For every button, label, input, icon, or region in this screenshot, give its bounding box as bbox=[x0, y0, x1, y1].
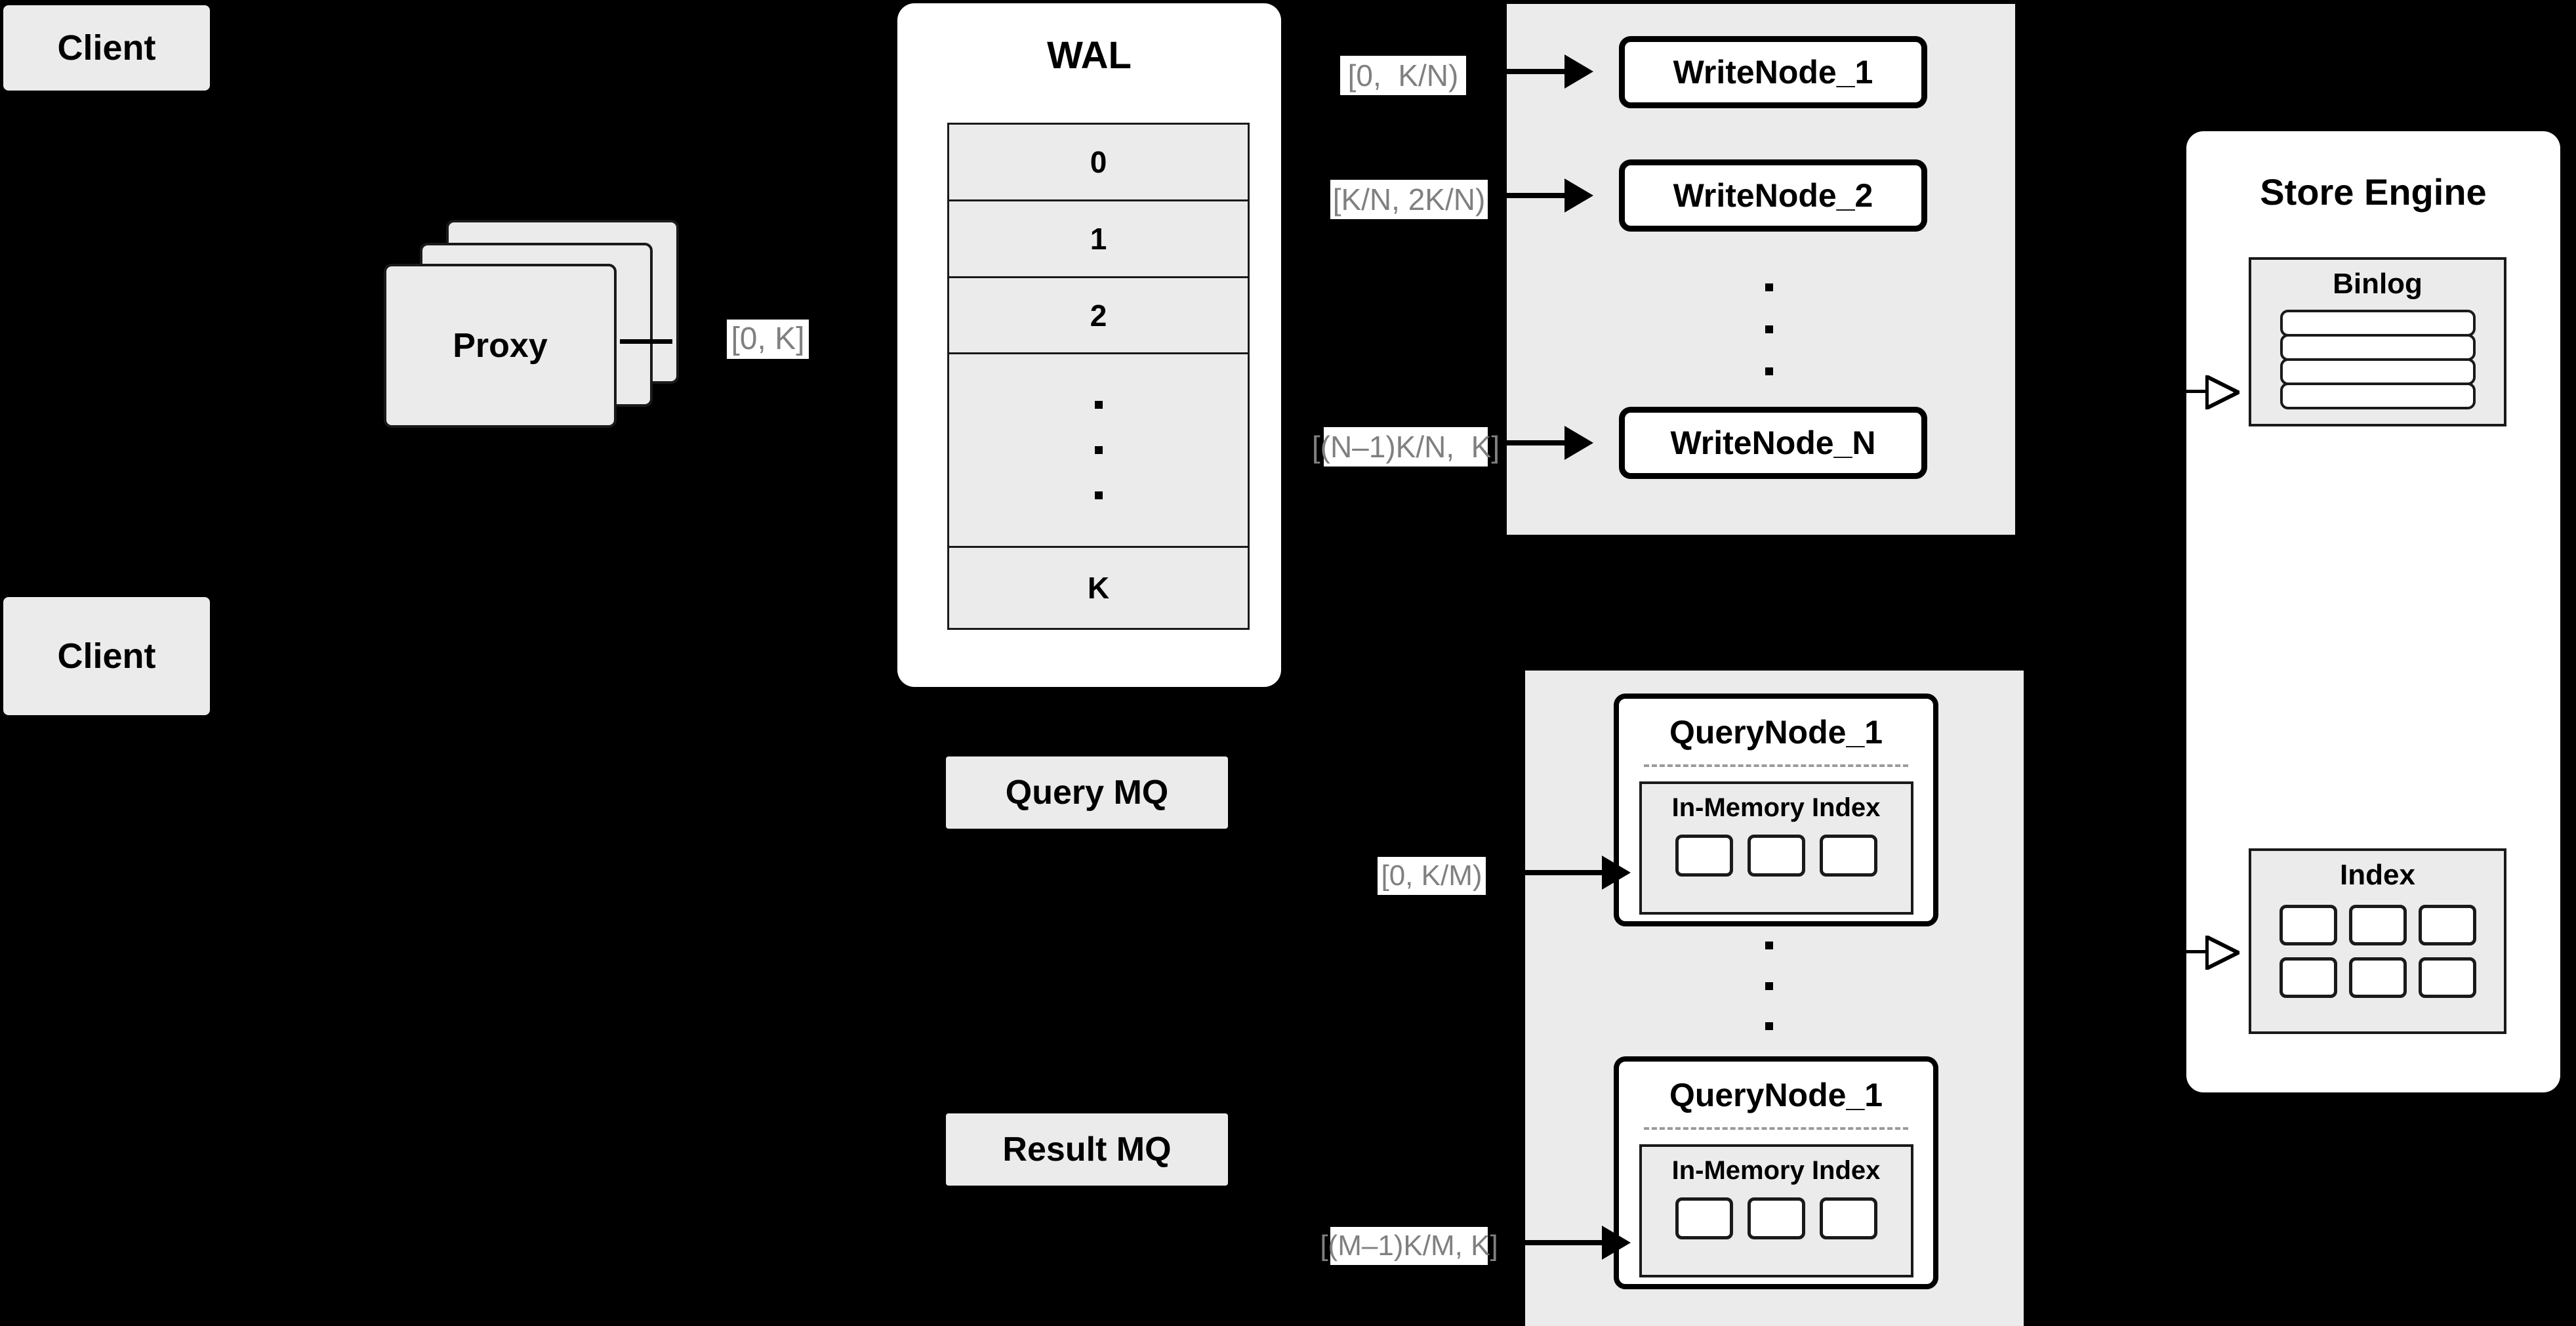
index-cell[interactable] bbox=[2348, 957, 2407, 998]
proxy-box[interactable]: Proxy bbox=[384, 264, 617, 428]
index-cell[interactable] bbox=[2348, 905, 2407, 945]
query-node-1-divider bbox=[1644, 764, 1908, 767]
store-index-cells bbox=[2251, 905, 2504, 998]
wal-row-k: K bbox=[949, 548, 1248, 628]
query-node-1-label: QueryNode_1 bbox=[1669, 714, 1883, 751]
arrow-head-open-binlog-icon bbox=[2205, 375, 2239, 409]
in-memory-index-panel-2: In-Memory Index bbox=[1639, 1144, 1913, 1277]
wal-row-1: 1 bbox=[949, 201, 1248, 278]
proxy-label: Proxy bbox=[453, 327, 548, 365]
vertical-ellipsis-icon bbox=[1094, 401, 1103, 500]
range-label-write-2: [K/N, 2K/N) bbox=[1330, 180, 1488, 219]
client-box-2[interactable]: Client bbox=[3, 597, 210, 715]
query-node-ellipsis-icon bbox=[1765, 942, 1774, 1030]
range-text-query-1: [0, K/M) bbox=[1381, 860, 1482, 892]
proxy-to-wal-line bbox=[620, 339, 672, 344]
result-mq-box[interactable]: Result MQ bbox=[946, 1113, 1228, 1186]
index-cell[interactable] bbox=[2279, 905, 2337, 945]
arrow-head-write-2 bbox=[1564, 178, 1593, 213]
in-memory-index-cells-2 bbox=[1642, 1197, 1911, 1239]
wal-row-ellipsis bbox=[949, 354, 1248, 549]
query-node-m-divider bbox=[1644, 1127, 1908, 1130]
write-node-1[interactable]: WriteNode_1 bbox=[1619, 36, 1927, 108]
binlog-bar[interactable] bbox=[2280, 358, 2476, 385]
write-node-2[interactable]: WriteNode_2 bbox=[1619, 159, 1927, 232]
wal-row-value: 0 bbox=[1090, 144, 1107, 179]
range-label-query-1: [0, K/M) bbox=[1378, 857, 1486, 895]
wal-row-2: 2 bbox=[949, 278, 1248, 355]
range-label-write-n: [(N–1)K/N, K] bbox=[1312, 427, 1500, 466]
arrow-head-write-1 bbox=[1564, 54, 1593, 89]
wal-title: WAL bbox=[1047, 34, 1132, 77]
wal-row-0: 0 bbox=[949, 125, 1248, 201]
index-cell[interactable] bbox=[1819, 1197, 1877, 1239]
index-cell[interactable] bbox=[1747, 1197, 1805, 1239]
index-cell[interactable] bbox=[1747, 835, 1805, 877]
arrow-line-to-binlog bbox=[2184, 390, 2209, 393]
range-text-write-2: [K/N, 2K/N) bbox=[1332, 182, 1486, 217]
range-label-proxy-to-wal: [0, K] bbox=[727, 320, 809, 359]
client-label-2: Client bbox=[57, 636, 156, 676]
query-mq-label: Query MQ bbox=[1005, 774, 1169, 812]
query-node-1[interactable]: QueryNode_1 In-Memory Index bbox=[1614, 694, 1938, 926]
index-cell[interactable] bbox=[1675, 835, 1733, 877]
write-node-2-label: WriteNode_2 bbox=[1673, 177, 1873, 214]
binlog-bar[interactable] bbox=[2280, 334, 2476, 361]
query-node-m-label: QueryNode_1 bbox=[1669, 1077, 1883, 1113]
range-label-write-1: [0, K/N) bbox=[1340, 56, 1466, 95]
in-memory-index-title-1: In-Memory Index bbox=[1671, 793, 1881, 822]
wal-row-value: 2 bbox=[1090, 298, 1107, 333]
index-cell[interactable] bbox=[2418, 905, 2476, 945]
wal-table: 0 1 2 K bbox=[947, 123, 1250, 630]
arrow-line-query-1 bbox=[1484, 870, 1602, 875]
write-node-n[interactable]: WriteNode_N bbox=[1619, 407, 1927, 479]
range-label-query-m: [(M–1)K/M, K] bbox=[1320, 1227, 1498, 1265]
binlog-title: Binlog bbox=[2333, 268, 2423, 300]
client-label-1: Client bbox=[57, 28, 156, 68]
range-text-write-n: [(N–1)K/N, K] bbox=[1311, 430, 1500, 464]
arrow-head-write-n bbox=[1564, 426, 1593, 460]
index-cell[interactable] bbox=[2279, 957, 2337, 998]
client-box-1[interactable]: Client bbox=[3, 5, 210, 91]
in-memory-index-cells-1 bbox=[1642, 835, 1911, 877]
write-node-ellipsis-icon bbox=[1765, 283, 1774, 375]
arrow-line-write-n bbox=[1430, 440, 1564, 445]
arrow-line-query-m bbox=[1484, 1240, 1602, 1245]
binlog-bar[interactable] bbox=[2280, 310, 2476, 337]
arrow-head-open-index-icon bbox=[2205, 936, 2239, 970]
arrow-head-query-1 bbox=[1602, 856, 1631, 890]
index-cell[interactable] bbox=[1675, 1197, 1733, 1239]
range-text-proxy: [0, K] bbox=[731, 321, 805, 356]
in-memory-index-panel-1: In-Memory Index bbox=[1639, 781, 1913, 915]
wal-row-value: 1 bbox=[1090, 221, 1107, 256]
arrow-head-query-m bbox=[1602, 1226, 1631, 1260]
range-text-query-m: [(M–1)K/M, K] bbox=[1320, 1230, 1498, 1262]
write-node-1-label: WriteNode_1 bbox=[1673, 54, 1873, 91]
binlog-bar[interactable] bbox=[2280, 383, 2476, 409]
arrow-line-to-index bbox=[2184, 950, 2209, 953]
query-mq-box[interactable]: Query MQ bbox=[946, 756, 1228, 829]
binlog-panel: Binlog bbox=[2249, 257, 2506, 426]
index-cell[interactable] bbox=[2418, 957, 2476, 998]
store-index-panel: Index bbox=[2249, 848, 2506, 1034]
wal-row-value: K bbox=[1087, 571, 1110, 606]
store-engine-panel: Store Engine Binlog Index bbox=[2186, 131, 2560, 1092]
arrow-line-write-1 bbox=[1430, 69, 1564, 74]
range-text-write-1: [0, K/N) bbox=[1347, 58, 1459, 93]
in-memory-index-title-2: In-Memory Index bbox=[1671, 1156, 1881, 1185]
write-node-n-label: WriteNode_N bbox=[1670, 425, 1876, 461]
binlog-bars bbox=[2251, 310, 2504, 409]
query-node-m[interactable]: QueryNode_1 In-Memory Index bbox=[1614, 1056, 1938, 1289]
arrow-line-write-2 bbox=[1430, 193, 1564, 198]
store-index-title: Index bbox=[2340, 859, 2415, 891]
wal-panel: WAL 0 1 2 K bbox=[897, 3, 1281, 687]
index-cell[interactable] bbox=[1819, 835, 1877, 877]
store-engine-title: Store Engine bbox=[2260, 171, 2487, 213]
result-mq-label: Result MQ bbox=[1002, 1130, 1172, 1169]
